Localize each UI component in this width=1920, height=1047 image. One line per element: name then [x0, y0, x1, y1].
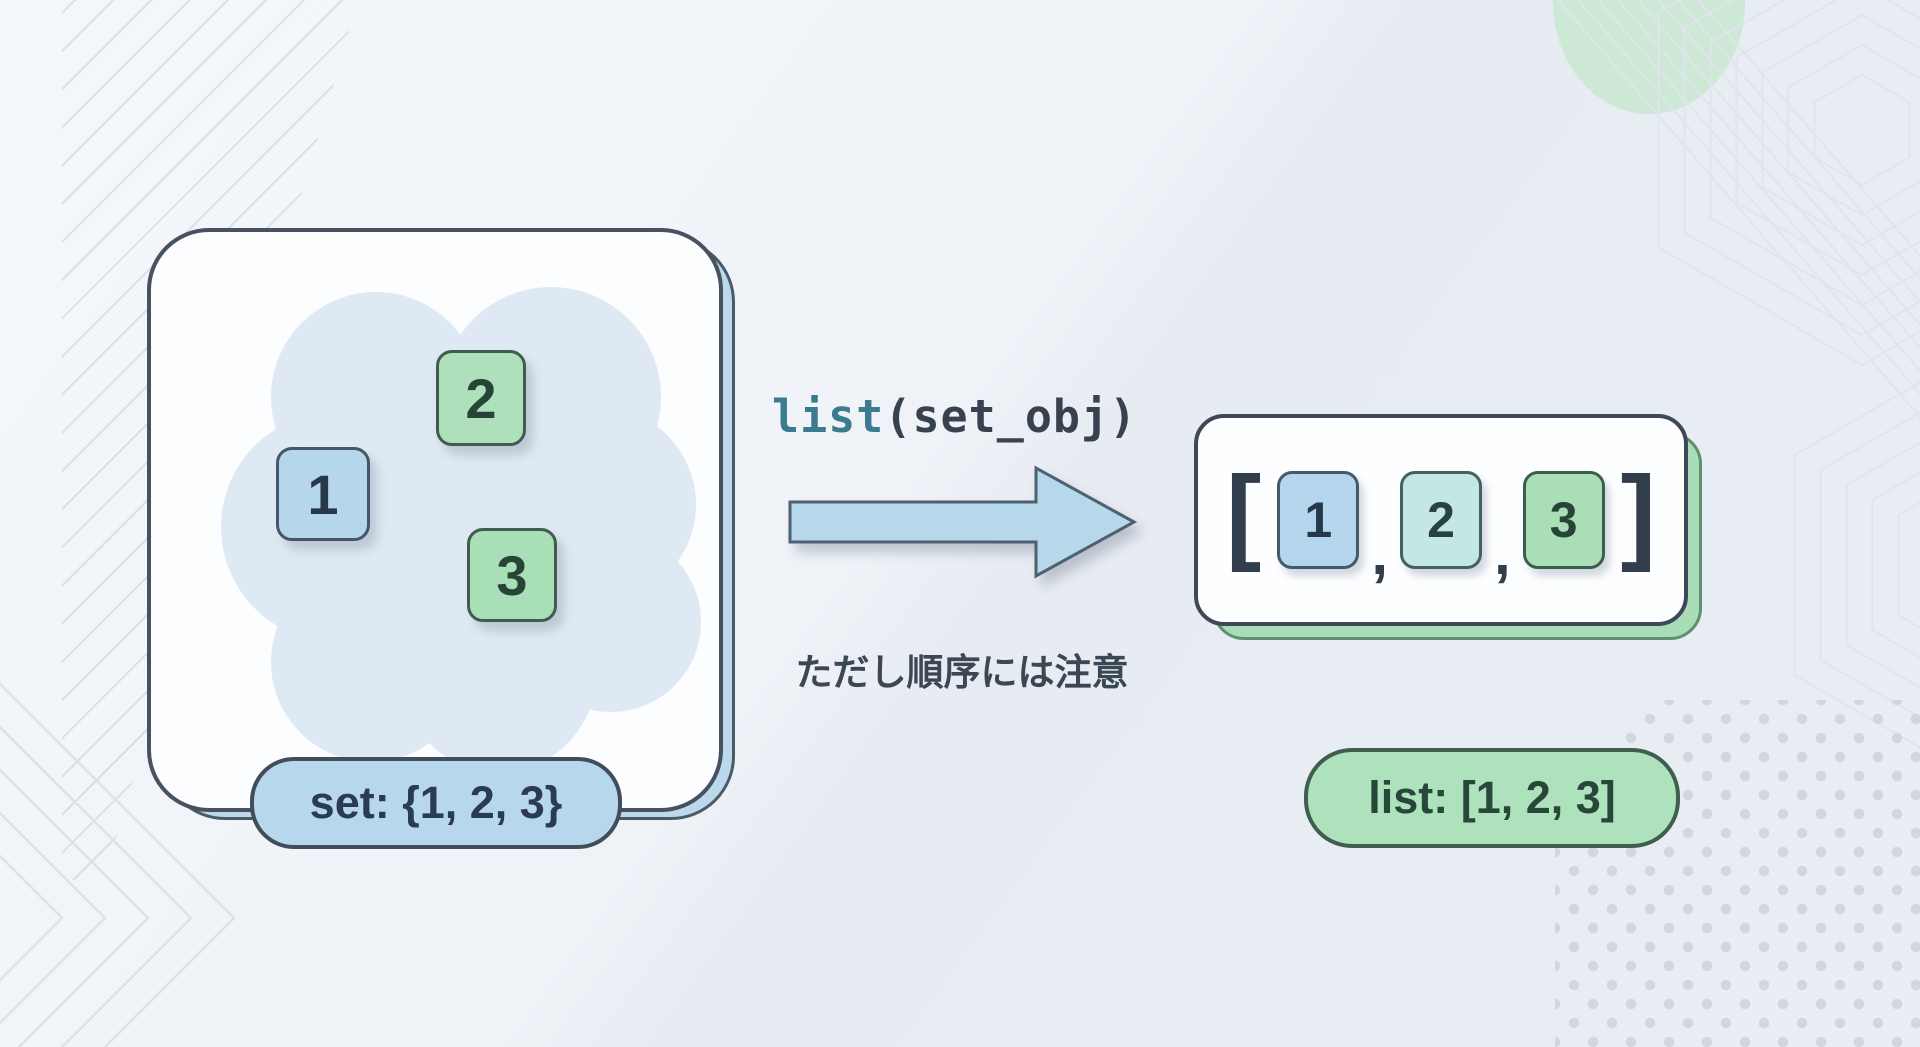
list-tile-2: 2: [1400, 471, 1482, 569]
comma-separator: ,: [1371, 520, 1388, 587]
cloud-shape: [151, 232, 719, 808]
code-function-name: list: [772, 390, 885, 443]
arrow-right-icon: [788, 465, 1138, 579]
set-container-box: [147, 228, 723, 812]
set-tile-2: 2: [436, 350, 526, 446]
open-bracket-icon: [: [1226, 455, 1262, 573]
set-tile-3: 3: [467, 528, 557, 622]
order-warning-note: ただし順序には注意: [795, 652, 1129, 693]
set-tile-1: 1: [276, 447, 370, 541]
list-label: list: [1, 2, 3]: [1304, 748, 1680, 848]
close-bracket-icon: ]: [1620, 455, 1656, 573]
list-tile-1: 1: [1277, 471, 1360, 569]
code-arguments: (set_obj): [884, 390, 1138, 443]
set-label: set: {1, 2, 3}: [250, 757, 622, 849]
list-container-box: [ 1 , 2 , 3 ]: [1194, 414, 1688, 626]
comma-separator: ,: [1494, 520, 1511, 587]
list-tile-3: 3: [1522, 471, 1605, 569]
conversion-code: list(set_obj): [772, 390, 1137, 443]
